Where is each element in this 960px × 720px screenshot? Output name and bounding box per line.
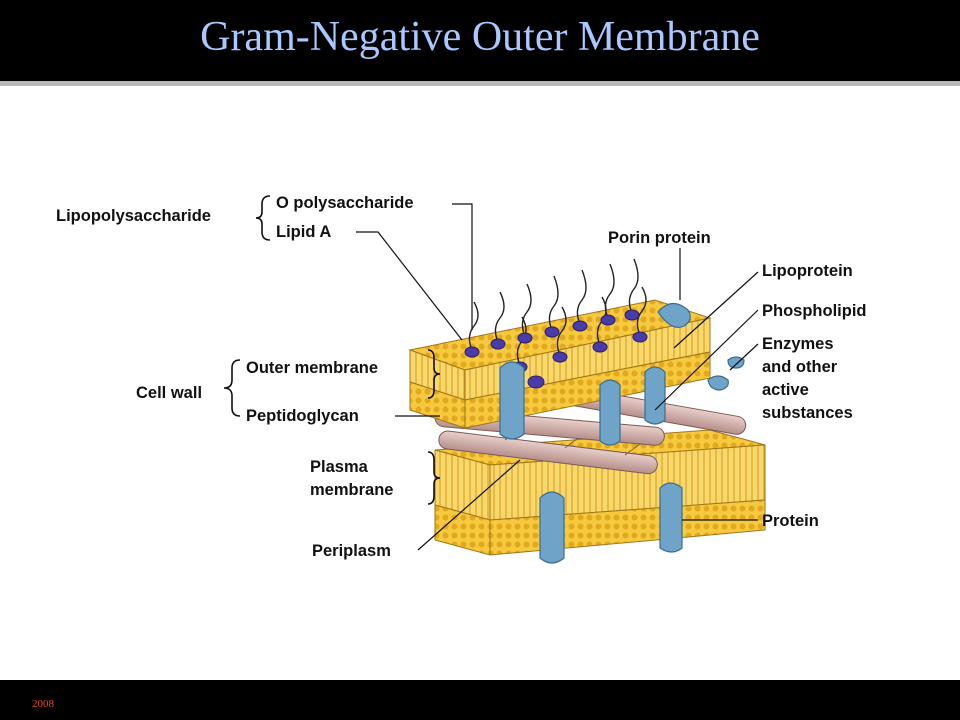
label-porin-protein: Porin protein: [608, 229, 711, 247]
title-bar: Gram-Negative Outer Membrane: [0, 0, 960, 86]
braces: [223, 195, 441, 505]
label-enzymes-line4: substances: [762, 404, 853, 422]
label-enzymes-line1: Enzymes: [762, 335, 834, 353]
slide-title: Gram-Negative Outer Membrane: [200, 14, 760, 60]
label-phospholipid: Phospholipid: [762, 302, 867, 320]
label-plasma-membrane-line2: membrane: [310, 481, 393, 499]
label-lipid-a: Lipid A: [276, 223, 331, 241]
label-periplasm: Periplasm: [312, 542, 391, 560]
label-enzymes-line3: active: [762, 381, 809, 399]
label-protein: Protein: [762, 512, 819, 530]
membrane-proteins: [499, 302, 745, 564]
label-lipoprotein: Lipoprotein: [762, 262, 853, 280]
label-peptidoglycan: Peptidoglycan: [246, 407, 359, 425]
label-plasma-membrane-line1: Plasma: [310, 458, 369, 476]
label-lipopolysaccharide: Lipopolysaccharide: [56, 207, 211, 225]
label-cell-wall: Cell wall: [136, 384, 202, 402]
leader-lines: [356, 203, 759, 551]
lipid-a-heads: [464, 309, 648, 389]
label-o-polysaccharide: O polysaccharide: [276, 194, 414, 212]
label-enzymes-line2: and other: [762, 358, 838, 376]
footer-year: 2008: [32, 698, 54, 710]
label-outer-membrane: Outer membrane: [246, 359, 378, 377]
footer-bar: 2008: [0, 680, 960, 720]
